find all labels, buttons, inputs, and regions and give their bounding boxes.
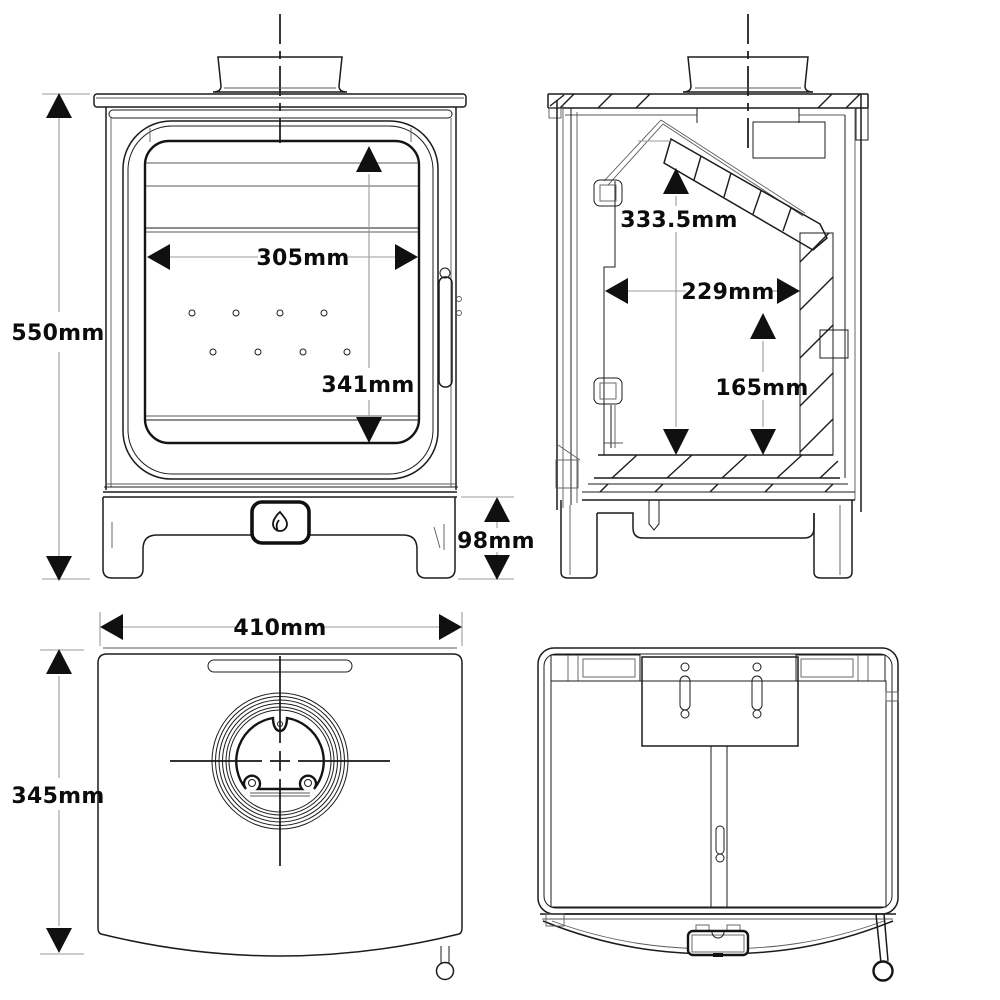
dim-label-overall-depth: 345mm: [11, 784, 104, 809]
dim-label-baffle-height: 333.5mm: [620, 208, 738, 233]
airwash-holes: [188, 309, 351, 356]
corner-bracket-left: [550, 654, 641, 682]
dim-label-overall-height: 550mm: [11, 321, 104, 346]
dim-overall-width: 410mm: [99, 612, 463, 646]
arrow-left: [147, 244, 170, 270]
dim-label-overall-width: 410mm: [233, 616, 326, 641]
arrow-right: [777, 278, 800, 304]
stove-body: [105, 107, 457, 490]
dim-label-rear-internal-height: 165mm: [715, 376, 808, 401]
rear-latch: [686, 924, 750, 957]
firebox-floor-section: [582, 454, 855, 531]
firebox-front-wall: [603, 181, 616, 455]
rear-air-box: [819, 329, 849, 359]
ashpan-tab: [648, 500, 660, 531]
arrow-up: [663, 168, 689, 194]
rear-panel: [550, 680, 887, 908]
arrow-up: [46, 649, 72, 674]
corner-bracket-right: [795, 654, 886, 682]
arrow-left: [100, 614, 123, 640]
centerline-cross: [170, 656, 390, 866]
front-view: 550mm 305mm 341mm 98mm: [11, 14, 535, 581]
arrow-left: [605, 278, 628, 304]
dim-base-height: 98mm: [457, 496, 535, 580]
arrow-down: [750, 429, 776, 455]
arrow-down: [356, 417, 382, 443]
dim-glass-height: 341mm: [321, 146, 414, 443]
dim-label-internal-depth: 229mm: [681, 280, 774, 305]
dim-internal-depth: 229mm: [605, 278, 800, 305]
door-frame: [122, 120, 439, 480]
arrow-right: [395, 244, 418, 270]
door-handle: [438, 267, 462, 388]
arrow-up: [46, 93, 72, 118]
hinge-lower: [593, 377, 623, 405]
rear-wall-section: [799, 94, 862, 512]
top-plate: [93, 93, 467, 119]
arrow-up: [750, 313, 776, 339]
arrow-up: [484, 497, 510, 522]
dim-glass-width: 305mm: [147, 244, 418, 271]
arrow-down: [484, 555, 510, 580]
flue-collar: [212, 56, 348, 93]
side-legs: [555, 444, 853, 579]
hinge-upper: [593, 179, 623, 207]
dim-label-glass-width: 305mm: [256, 246, 349, 271]
arrow-down: [46, 556, 72, 581]
dim-overall-height: 550mm: [11, 93, 104, 581]
side-section-view: 333.5mm 229mm 165mm: [547, 14, 869, 579]
base-trim: [103, 483, 458, 498]
baffle-plate: [663, 137, 828, 251]
mounting-bracket: [641, 656, 799, 907]
arrow-down: [663, 429, 689, 455]
arrow-right: [439, 614, 462, 640]
flue-collar-section: [682, 56, 814, 93]
top-outline: [97, 653, 463, 957]
door-handle-rear: [872, 913, 894, 982]
dim-rear-internal-height: 165mm: [715, 313, 808, 455]
flue-opening: [235, 716, 325, 791]
dim-baffle-height: 333.5mm: [620, 140, 738, 455]
arrow-up: [356, 146, 382, 172]
top-view: 410mm 345mm: [11, 612, 463, 981]
arrow-down: [46, 928, 72, 953]
rear-view: [537, 647, 899, 982]
rear-base: [540, 913, 896, 982]
flue-outlet-interior: [565, 108, 845, 159]
air-guide-lines: [603, 119, 806, 217]
hinge-pin-tab: [885, 691, 899, 702]
dim-overall-depth: 345mm: [11, 649, 104, 955]
dim-label-glass-height: 341mm: [321, 373, 414, 398]
dim-label-base-height: 98mm: [457, 529, 535, 554]
section-hatch-marks: [559, 93, 861, 109]
top-plate-section: [547, 93, 869, 141]
door-section: [549, 94, 623, 510]
handle-pin-top: [435, 946, 455, 981]
rear-outline: [537, 647, 899, 915]
flame-icon: [272, 510, 288, 532]
brand-badge: [250, 500, 311, 545]
rear-liner-panel: [799, 232, 834, 456]
